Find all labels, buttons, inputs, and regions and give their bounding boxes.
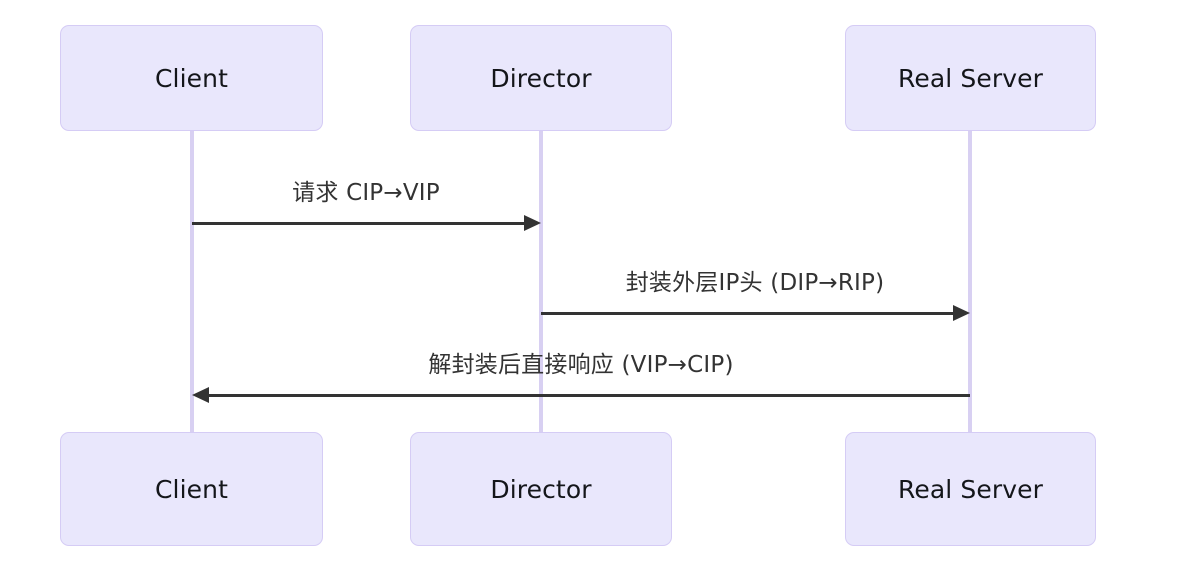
participant-box-realserver-bottom[interactable]: Real Server [845,432,1096,546]
participant-label-client-bottom: Client [155,474,228,504]
message-2-line [541,312,953,315]
arrowhead-right-icon-2 [953,304,970,321]
lifeline-client [190,131,194,432]
lifeline-realserver [968,131,972,432]
participant-label-director-top: Director [490,63,592,93]
arrowhead-left-icon-3 [192,386,209,403]
participant-label-realserver-bottom: Real Server [898,474,1043,504]
participant-label-director-bottom: Director [490,474,592,504]
message-2-label: 封装外层IP头 (DIP→RIP) [625,270,885,296]
participant-box-director-top[interactable]: Director [410,25,672,131]
participant-label-client-top: Client [155,63,228,93]
participant-label-realserver-top: Real Server [898,63,1043,93]
message-1-line [192,222,524,225]
lifeline-director [539,131,543,432]
participant-box-director-bottom[interactable]: Director [410,432,672,546]
participant-box-client-top[interactable]: Client [60,25,323,131]
message-3-label: 解封装后直接响应 (VIP→CIP) [428,352,734,378]
message-3-line [209,394,970,397]
participant-box-client-bottom[interactable]: Client [60,432,323,546]
message-1-label: 请求 CIP→VIP [292,180,440,206]
participant-box-realserver-top[interactable]: Real Server [845,25,1096,131]
arrowhead-right-icon-1 [524,214,541,231]
